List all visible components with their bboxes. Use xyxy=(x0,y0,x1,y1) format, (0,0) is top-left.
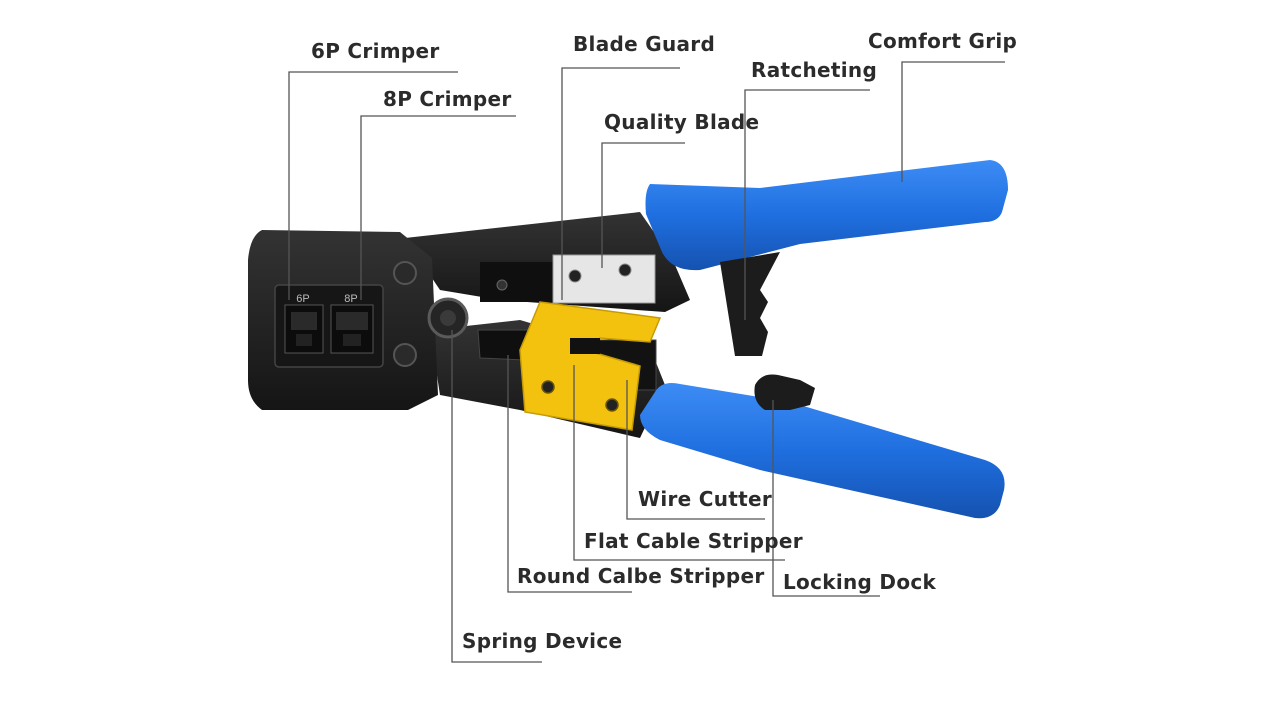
leader-8p-crimper xyxy=(360,115,516,300)
leader-ratcheting xyxy=(744,89,870,320)
label-6p-crimper: 6P Crimper xyxy=(311,39,440,63)
leader-wire-cutter xyxy=(626,380,765,520)
pivot-screw-top xyxy=(393,261,417,285)
leader-6p-crimper xyxy=(288,71,458,300)
label-spring-device: Spring Device xyxy=(462,629,623,653)
upper-blade-holder xyxy=(480,262,555,302)
label-ratcheting: Ratcheting xyxy=(751,58,878,82)
leader-spring-device xyxy=(451,330,542,663)
die-8p: 8P xyxy=(330,293,374,354)
die-6p: 6P xyxy=(284,293,324,354)
leader-quality-blade xyxy=(601,142,685,268)
leader-blade-guard xyxy=(561,67,680,300)
die-8p-mark: 8P xyxy=(344,293,357,305)
leader-round-cable-stripper xyxy=(507,355,632,593)
upper-handle-grip[interactable] xyxy=(645,160,1009,271)
label-quality-blade: Quality Blade xyxy=(604,110,760,134)
label-locking-dock: Locking Dock xyxy=(783,570,937,594)
lower-handle-grip[interactable] xyxy=(640,383,1005,519)
leader-comfort-grip xyxy=(901,61,1005,182)
locking-dock-latch[interactable] xyxy=(754,374,815,410)
label-round-cable-stripper: Round Calbe Stripper xyxy=(517,564,765,588)
die-6p-mark: 6P xyxy=(296,293,309,305)
label-8p-crimper: 8P Crimper xyxy=(383,87,512,111)
label-blade-guard: Blade Guard xyxy=(573,32,716,56)
leader-flat-cable-stripper xyxy=(573,365,785,561)
pivot-screw-bottom xyxy=(393,343,417,367)
leader-locking-dock xyxy=(772,400,880,597)
label-wire-cutter: Wire Cutter xyxy=(638,487,773,511)
blade-guard xyxy=(519,301,662,431)
ratchet-mechanism xyxy=(720,252,780,356)
label-flat-cable-stripper: Flat Cable Stripper xyxy=(584,529,803,553)
label-comfort-grip: Comfort Grip xyxy=(868,29,1018,53)
quality-blade xyxy=(552,254,656,304)
